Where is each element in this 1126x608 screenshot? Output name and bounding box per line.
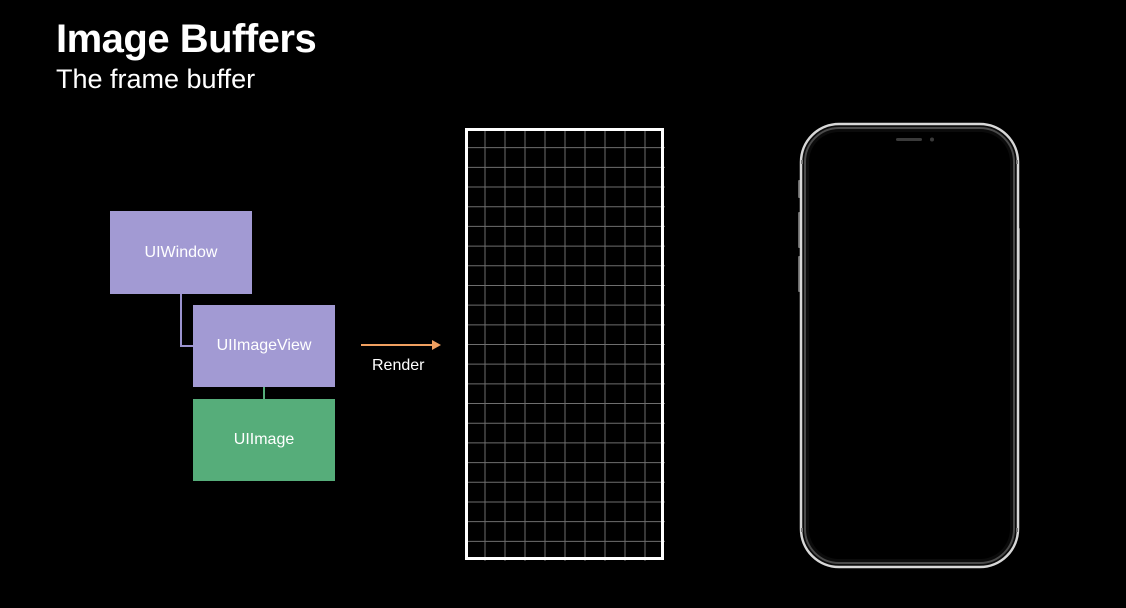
window-connector-horizontal xyxy=(180,345,194,347)
uiwindow-label: UIWindow xyxy=(144,243,218,261)
window-connector-vertical xyxy=(180,293,182,346)
image-connector xyxy=(263,386,265,399)
uiimage-label: UIImage xyxy=(233,431,295,448)
right-arrow-icon xyxy=(361,340,441,350)
uiimageview-box: UIImageView xyxy=(193,305,335,387)
slide-title: Image Buffers xyxy=(56,17,317,61)
iphone-outline-icon xyxy=(798,122,1020,569)
slide-subtitle: The frame buffer xyxy=(56,64,256,94)
uiwindow-box: UIWindow xyxy=(110,211,252,294)
uiimageview-label: UIImageView xyxy=(216,337,312,354)
frame-buffer-grid xyxy=(465,128,665,561)
uiimage-box: UIImage xyxy=(193,399,335,481)
render-label: Render xyxy=(372,357,425,374)
